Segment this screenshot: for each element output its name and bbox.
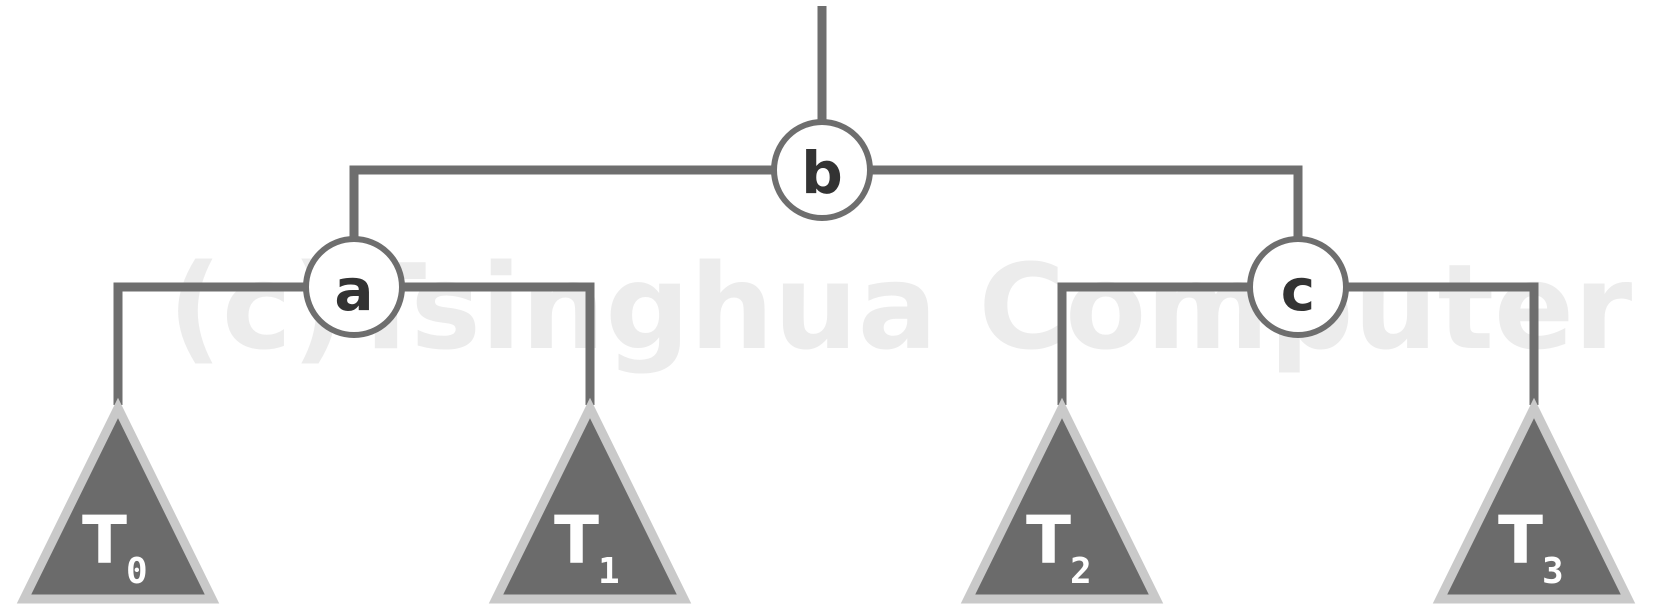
subtree-t3-index: 3 — [1542, 551, 1564, 592]
edge-b-to-c — [866, 165, 1303, 240]
subtree-t0-index: 0 — [126, 551, 148, 592]
watermark-text: (c)Tsinghua Computer — [168, 238, 1632, 376]
node-c: c — [1247, 236, 1349, 338]
subtree-t3-triangle — [1432, 397, 1636, 604]
subtree-t0-triangle — [16, 397, 220, 604]
tree-edges — [113, 6, 1539, 405]
subtree-t1-triangle — [488, 397, 692, 604]
subtree-t2: T 2 — [960, 397, 1164, 604]
node-b: b — [771, 119, 873, 221]
edge-c-to-t3 — [1342, 282, 1539, 405]
subtree-t3-label: T — [1498, 502, 1543, 579]
subtree-t2-label: T — [1026, 502, 1071, 579]
edge-a-to-t0 — [113, 282, 310, 405]
node-b-label: b — [801, 139, 843, 207]
subtree-t0-label: T — [82, 502, 127, 579]
edge-a-to-t1 — [398, 282, 595, 405]
node-c-circle — [1247, 236, 1349, 338]
node-a-circle — [303, 236, 405, 338]
subtree-t1-label: T — [554, 502, 599, 579]
subtree-t3: T 3 — [1432, 397, 1636, 604]
subtree-t2-index: 2 — [1070, 551, 1092, 592]
edge-c-to-t2 — [1057, 282, 1254, 405]
edge-b-to-a — [349, 165, 780, 240]
subtree-t1-index: 1 — [598, 551, 620, 592]
node-a-label: a — [334, 256, 373, 324]
node-b-circle — [771, 119, 873, 221]
subtree-t2-triangle — [960, 397, 1164, 604]
node-a: a — [303, 236, 405, 338]
subtree-t0: T 0 — [16, 397, 220, 604]
node-c-label: c — [1281, 256, 1315, 324]
subtree-t1: T 1 — [488, 397, 692, 604]
